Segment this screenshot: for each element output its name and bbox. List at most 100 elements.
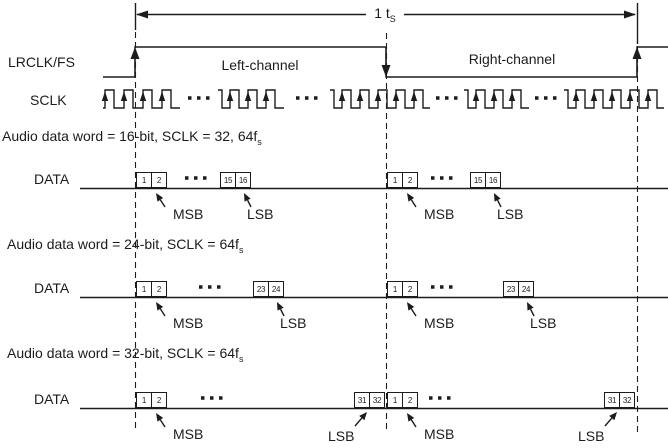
ellipsis-dot: [447, 396, 451, 400]
lsb-arrow-32bit-left: [354, 412, 367, 427]
ellipsis-dot: [544, 96, 548, 100]
sclk-rising-edge-arrow: [226, 91, 234, 101]
ellipsis-dot: [429, 396, 433, 400]
lrclk-edge-arrows: [130, 47, 642, 77]
period-arrow-left-head: [136, 10, 148, 19]
msb-arrow-32bit-right-head: [407, 413, 415, 422]
bit-box-16bit-left-16: 16: [235, 172, 251, 188]
msb-arrow-24bit-left: [156, 302, 166, 317]
sclk-rising-edge-arrow: [101, 91, 109, 101]
data-ellipsis-dots-24bit-left: [199, 285, 221, 289]
ellipsis-dot: [201, 396, 205, 400]
bit-box-24bit-left-23: 23: [253, 281, 269, 297]
ellipsis-dot: [553, 96, 557, 100]
msb-arrow-24bit-right-head: [407, 302, 415, 311]
lsb-arrow-16bit-left-head: [244, 193, 251, 202]
sclk-rising-edge-arrow: [490, 91, 498, 101]
lsb-arrow-16bit-left: [244, 193, 252, 208]
data-ellipsis-dots-32bit-right: [429, 396, 451, 400]
msb-arrow-16bit-left-shaft: [159, 199, 166, 208]
ellipsis-dot: [194, 176, 198, 180]
lrclk-falling-edge-arrow-mid-head: [381, 65, 391, 77]
lsb-arrow-24bit-left-shaft: [279, 308, 285, 317]
lrclk-rising-edge-arrow-right: [632, 47, 642, 77]
sclk-rising-edge-arrow: [356, 91, 364, 101]
row-header-24bit: Audio data word = 24-bit, SCLK = 64fs: [7, 236, 243, 258]
ellipsis-dot: [431, 285, 435, 289]
lsb-arrow-24bit-right-head: [527, 302, 534, 311]
ellipsis-dot: [219, 396, 223, 400]
ellipsis-dot: [440, 176, 444, 180]
msb-arrow-16bit-right: [407, 193, 417, 208]
bit-box-24bit-left-24: 24: [268, 281, 284, 297]
msb-arrow-16bit-left-head: [156, 193, 164, 202]
left-channel-label: Left-channel: [221, 57, 299, 73]
msb-label-32bit-right: MSB: [424, 426, 455, 442]
ellipsis-dot: [449, 176, 453, 180]
msb-arrow-24bit-right: [407, 302, 417, 317]
bit-box-32bit-left-1: 1: [136, 392, 152, 408]
lsb-arrow-32bit-left-head: [359, 412, 367, 421]
lsb-arrow-16bit-right-head: [494, 193, 501, 202]
bit-box-32bit-left-2: 2: [151, 392, 167, 408]
lsb-label-16bit-right: LSB: [497, 206, 524, 222]
data-ellipsis-dots-24bit-right: [431, 285, 453, 289]
sclk-ellipsis-dots: [188, 96, 210, 100]
ellipsis-dot: [305, 96, 309, 100]
ellipsis-dot: [296, 96, 300, 100]
msb-label-16bit-left: MSB: [173, 206, 204, 222]
ellipsis-dot: [440, 285, 444, 289]
sclk-rising-edge-arrow: [644, 91, 652, 101]
ellipsis-dot: [197, 96, 201, 100]
bit-box-32bit-left-31: 31: [354, 392, 370, 408]
bit-box-16bit-left-15: 15: [220, 172, 236, 188]
ellipsis-dot: [438, 396, 442, 400]
sclk-rising-edge-arrow: [158, 91, 166, 101]
sclk-signal-label: SCLK: [30, 92, 67, 108]
ellipsis-dot: [210, 396, 214, 400]
bit-box-24bit-right-24: 24: [518, 281, 534, 297]
ellipsis-dot: [208, 285, 212, 289]
sclk-rising-edge-arrow: [626, 91, 634, 101]
period-label: 1 tS: [366, 5, 404, 27]
row-header-32bit-subscript: s: [238, 353, 244, 364]
ellipsis-dot: [445, 96, 449, 100]
msb-arrow-16bit-right-head: [407, 193, 415, 202]
data-signal-label-24bit: DATA: [34, 280, 70, 296]
sclk-rising-edge-arrow: [608, 91, 616, 101]
bit-box-16bit-right-2: 2: [402, 172, 418, 188]
sclk-rising-edge-arrow: [120, 91, 128, 101]
ellipsis-dot: [535, 96, 539, 100]
row-header-32bit: Audio data word = 32-bit, SCLK = 64fs: [7, 345, 243, 367]
bit-box-24bit-right-2: 2: [402, 281, 418, 297]
row-header-16bit-text: Audio data word = 16-bit, SCLK = 32, 64f: [2, 128, 258, 144]
lsb-arrow-32bit-right-shaft: [604, 417, 613, 427]
sclk-ellipsis-dots: [436, 96, 458, 100]
msb-label-32bit-left: MSB: [173, 426, 204, 442]
msb-arrow-24bit-right-shaft: [410, 308, 417, 317]
msb-label-16bit-right: MSB: [424, 206, 455, 222]
ellipsis-dot: [206, 96, 210, 100]
sclk-rising-edge-arrow: [262, 91, 270, 101]
msb-arrow-32bit-left-shaft: [159, 419, 166, 428]
ellipsis-dot: [436, 96, 440, 100]
msb-arrow-32bit-left: [156, 413, 166, 428]
bit-box-24bit-right-1: 1: [387, 281, 403, 297]
bit-box-32bit-right-2: 2: [402, 392, 418, 408]
msb-arrow-16bit-left: [156, 193, 166, 208]
bit-box-16bit-left-1: 1: [136, 172, 152, 188]
row-header-24bit-text: Audio data word = 24-bit, SCLK = 64f: [7, 236, 239, 252]
lsb-arrow-16bit-right: [494, 193, 502, 208]
ellipsis-dot: [203, 176, 207, 180]
lsb-arrow-32bit-right: [604, 412, 617, 427]
msb-label-24bit-left: MSB: [173, 315, 204, 331]
bit-box-24bit-left-1: 1: [136, 281, 152, 297]
bit-box-32bit-right-31: 31: [604, 392, 620, 408]
lsb-arrow-32bit-right-head: [609, 412, 617, 421]
msb-arrow-24bit-left-shaft: [159, 308, 166, 317]
msb-arrow-16bit-right-shaft: [410, 199, 417, 208]
row-header-32bit-text: Audio data word = 32-bit, SCLK = 64f: [7, 345, 239, 361]
lsb-label-24bit-right: LSB: [530, 315, 557, 331]
sclk-rising-edge-arrow: [572, 91, 580, 101]
